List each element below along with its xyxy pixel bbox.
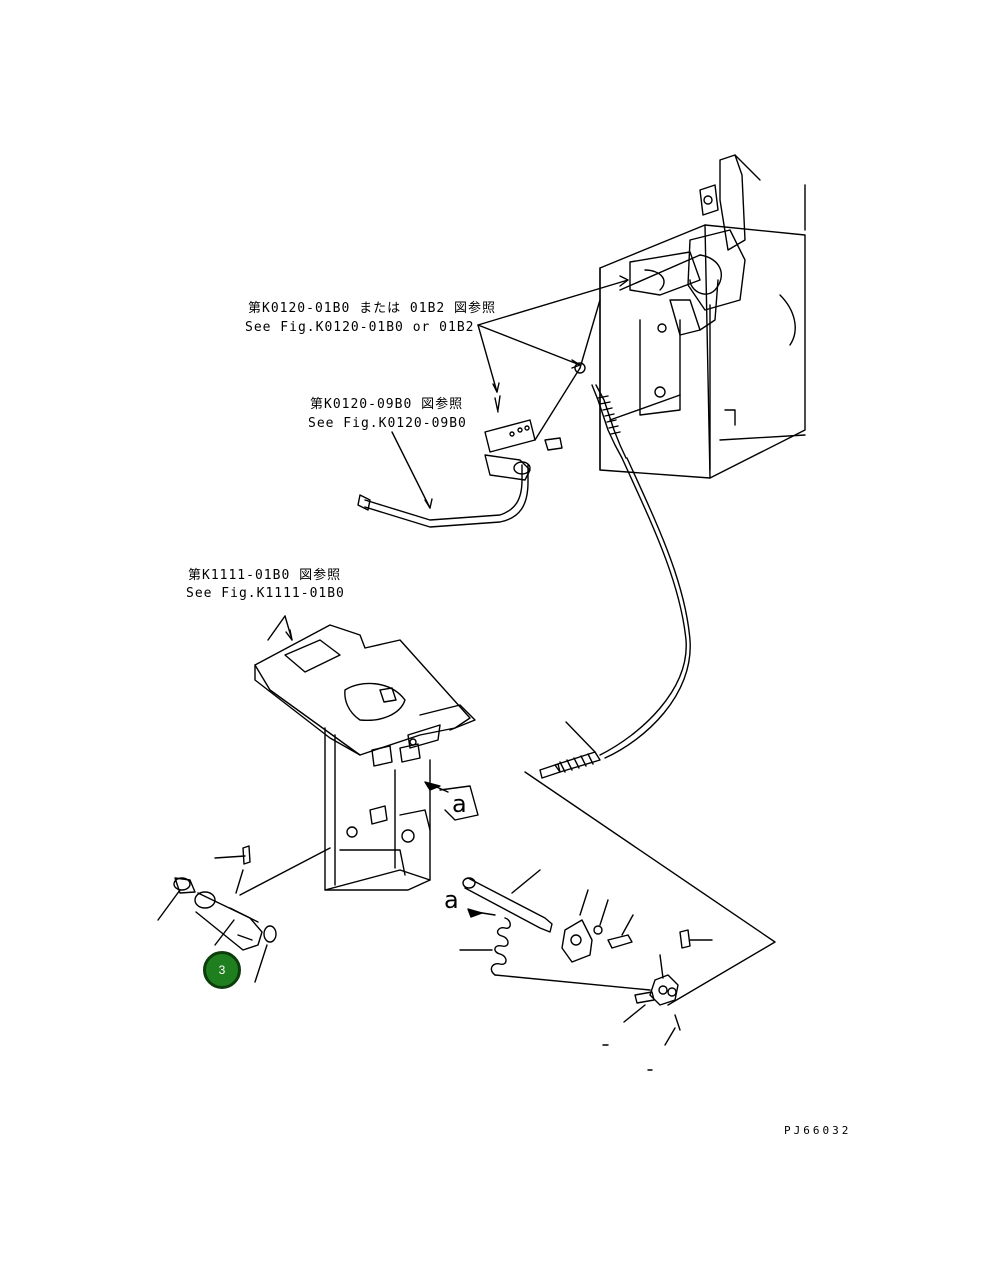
leader-link — [524, 771, 776, 1006]
pivot-bracket — [561, 919, 633, 963]
control-cable — [539, 384, 691, 779]
return-spring — [490, 917, 651, 991]
ref1-jp-label: 第K0120-01B0 または 01B2 図参照 — [248, 301, 497, 316]
pedal-rod — [357, 395, 563, 528]
leader-stand — [239, 847, 331, 896]
leader-ref1-c — [477, 324, 498, 393]
floor-plate — [254, 624, 476, 756]
leader-ref3 — [267, 615, 286, 641]
leader-cable — [565, 721, 596, 753]
marker-a-rod: a — [444, 886, 459, 914]
pivot-shaft — [173, 845, 277, 951]
control-console — [599, 154, 806, 479]
leader-ref2 — [391, 431, 431, 509]
ref2-jp-label: 第K0120-09B0 図参照 — [310, 397, 464, 412]
ref3-en-label: See Fig.K1111-01B0 — [186, 586, 345, 601]
leader-bolt2 — [623, 1004, 646, 1023]
leader-cotter — [664, 1027, 676, 1046]
clevis-pin — [574, 362, 586, 374]
leader-rod — [511, 869, 541, 894]
part-callout-3[interactable]: 3 — [203, 951, 241, 989]
push-rod — [462, 877, 553, 933]
leader-ref1-b — [477, 324, 581, 366]
leader-bolt — [621, 914, 634, 936]
lever-arm — [634, 929, 691, 1031]
leader-pin1 — [214, 855, 246, 859]
leader-shaft — [214, 919, 235, 946]
leader-bracket — [579, 889, 589, 916]
leader-bushing — [157, 889, 181, 921]
leader-washer — [254, 944, 268, 983]
ref3-jp-label: 第K1111-01B0 図参照 — [188, 568, 342, 583]
leader-washer2 — [599, 899, 609, 926]
marker-a-floor: a — [452, 790, 467, 818]
pedal-stand — [324, 727, 479, 891]
ref2-en-label: See Fig.K0120-09B0 — [308, 416, 467, 431]
figure-code: PJ66032 — [784, 1124, 852, 1137]
leader-ref1-a — [477, 279, 629, 326]
ref1-en-label: See Fig.K0120-01B0 or 01B2 — [245, 320, 475, 335]
